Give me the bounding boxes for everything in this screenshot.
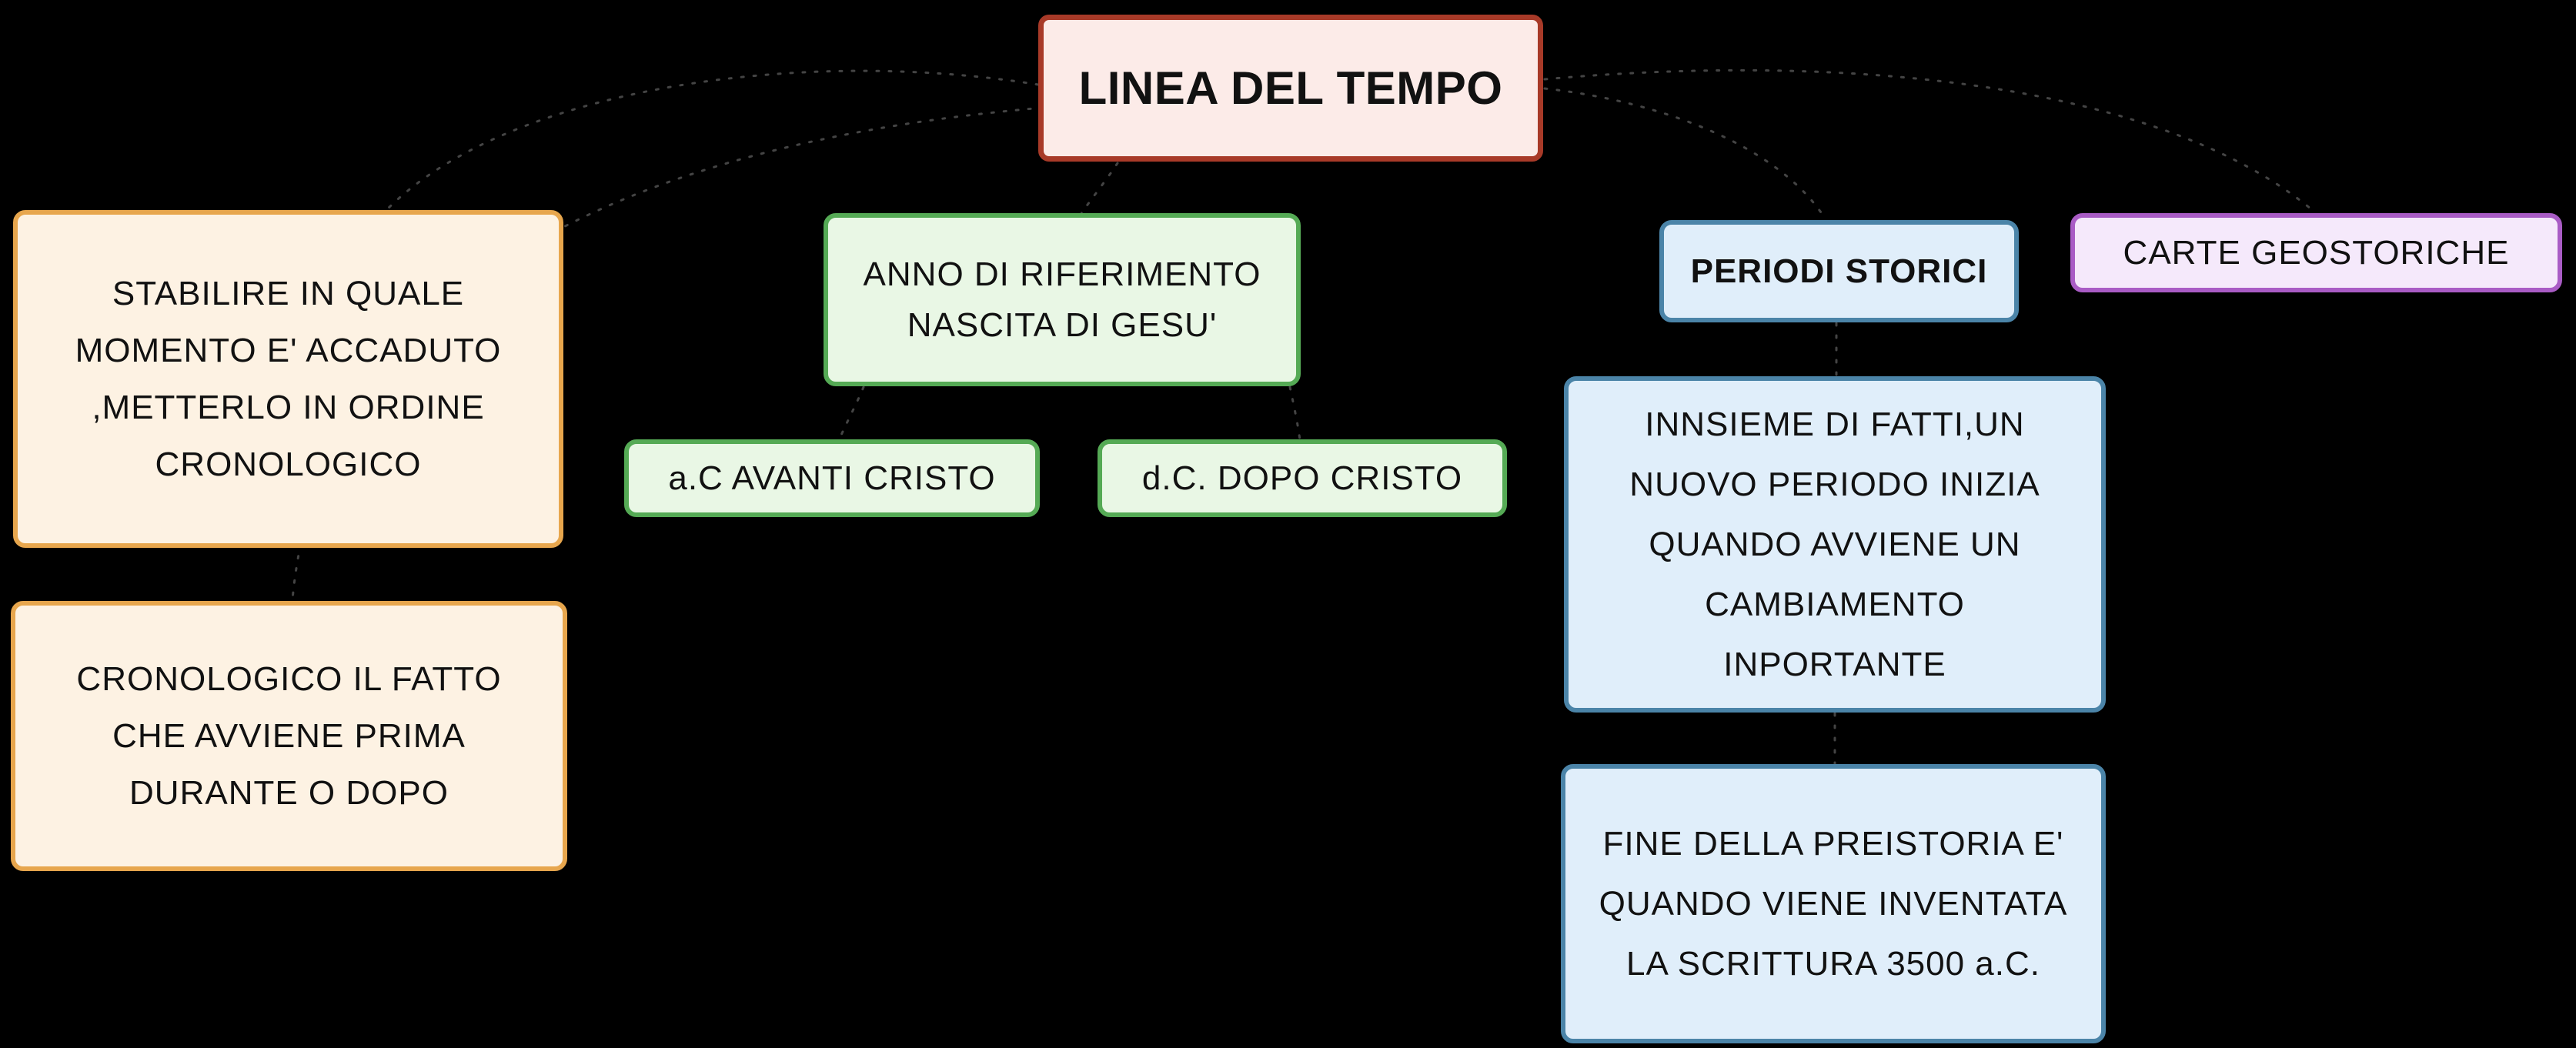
- connector-title-stabilire: [386, 69, 1040, 211]
- node-cronologico[interactable]: CRONOLOGICO IL FATTO CHE AVVIENE PRIMA D…: [11, 601, 567, 871]
- node-insieme-fatti[interactable]: INNSIEME DI FATTI,UN NUOVO PERIODO INIZI…: [1564, 376, 2106, 713]
- node-carte-geostoriche[interactable]: CARTE GEOSTORICHE: [2070, 213, 2562, 292]
- connector-title-periodi: [1543, 87, 1827, 221]
- node-anno-riferimento[interactable]: ANNO DI RIFERIMENTO NASCITA DI GESU': [824, 213, 1301, 386]
- connector-title-carte: [1543, 68, 2317, 214]
- node-avanti-cristo[interactable]: a.C AVANTI CRISTO: [624, 439, 1040, 517]
- connector-anno-dopo: [1288, 385, 1301, 442]
- connector-title-anno: [1079, 162, 1119, 216]
- node-dopo-cristo[interactable]: d.C. DOPO CRISTO: [1098, 439, 1507, 517]
- node-fine-preistoria[interactable]: FINE DELLA PREISTORIA E' QUANDO VIENE IN…: [1561, 764, 2106, 1043]
- node-central-topic[interactable]: LINEA DEL TEMPO: [1038, 15, 1543, 162]
- connector-anno-avanti: [837, 385, 865, 442]
- node-stabilire[interactable]: STABILIRE IN QUALE MOMENTO E' ACCADUTO ,…: [13, 210, 563, 548]
- node-periodi-storici[interactable]: PERIODI STORICI: [1659, 220, 2019, 322]
